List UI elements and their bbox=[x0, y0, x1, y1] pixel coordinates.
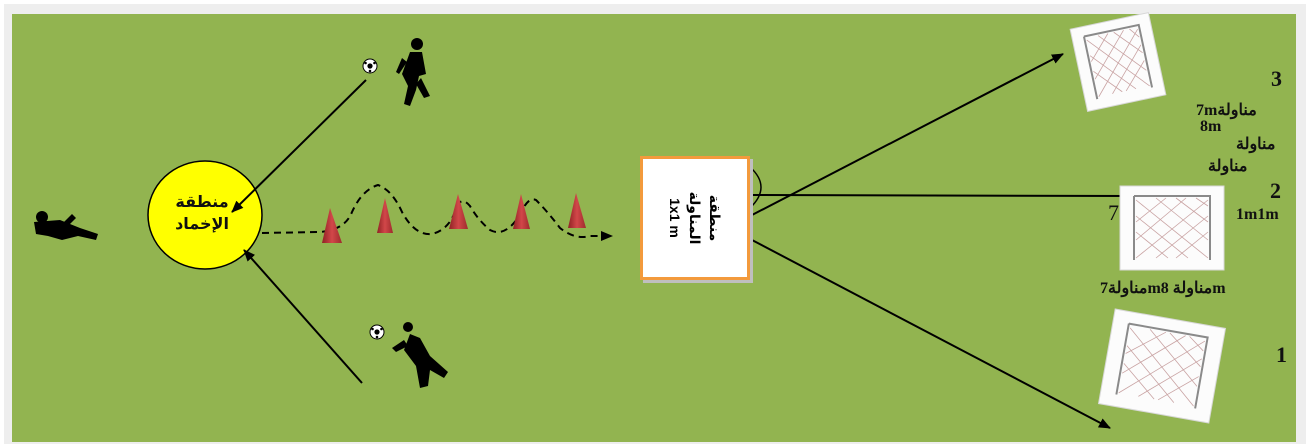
ball-icon bbox=[362, 58, 378, 74]
annotation-mid-right: 1m1m bbox=[1236, 206, 1279, 223]
annotation-mid-line1: مناولة bbox=[1208, 158, 1248, 175]
cone-icon bbox=[322, 208, 342, 243]
goal-number-2: 2 bbox=[1270, 178, 1281, 203]
annotation-top-line3: مناولة bbox=[1236, 136, 1276, 153]
passing-zone-label-line1: منطقة bbox=[707, 194, 723, 242]
player-icon bbox=[34, 211, 98, 240]
dribble-path bbox=[261, 183, 613, 241]
goal-number-1: 1 bbox=[1276, 342, 1287, 367]
passing-zone-label-line2: المناولة bbox=[687, 191, 703, 245]
arrow-pass-to-goal-2 bbox=[751, 190, 1133, 201]
cone-icon bbox=[377, 198, 393, 233]
arrow-bottom-player-to-zone bbox=[243, 249, 363, 384]
annotation-top-line1: 7mمناولة bbox=[1196, 102, 1257, 119]
goal-number-3: 3 bbox=[1271, 66, 1282, 91]
cone-icon bbox=[449, 194, 468, 229]
ball-icon bbox=[369, 324, 385, 340]
annotation-top-line2: 8m bbox=[1200, 118, 1222, 135]
annotation-bottom: مناولة7mمناولة 8m bbox=[1100, 280, 1226, 297]
arrow-top-player-to-zone bbox=[231, 79, 367, 213]
arrow-pass-to-goal-3 bbox=[751, 53, 1064, 216]
reception-zone-label-line2: الإخماد bbox=[175, 216, 229, 233]
goal-net-icon bbox=[1069, 12, 1167, 112]
goal-net-icon bbox=[1097, 308, 1227, 424]
passing-zone-label: منطقة المناولة 1x1 m bbox=[665, 192, 725, 245]
reception-zone-label: منطقة الإخماد bbox=[157, 192, 247, 236]
player-icon bbox=[392, 322, 448, 388]
passing-zone-box: منطقة المناولة 1x1 m bbox=[640, 156, 750, 280]
reception-zone-label-line1: منطقة bbox=[175, 194, 229, 211]
cone-icon bbox=[513, 194, 530, 229]
pass-arc bbox=[749, 166, 762, 209]
cone-icon bbox=[568, 193, 586, 228]
arrow-pass-to-goal-1 bbox=[751, 239, 1111, 429]
passing-zone-label-line3: 1x1 m bbox=[667, 198, 683, 238]
player-icon bbox=[396, 38, 430, 106]
annotation-mid-seven: 7 bbox=[1108, 200, 1119, 225]
reception-zone bbox=[147, 160, 263, 270]
goal-net-icon bbox=[1119, 185, 1225, 271]
